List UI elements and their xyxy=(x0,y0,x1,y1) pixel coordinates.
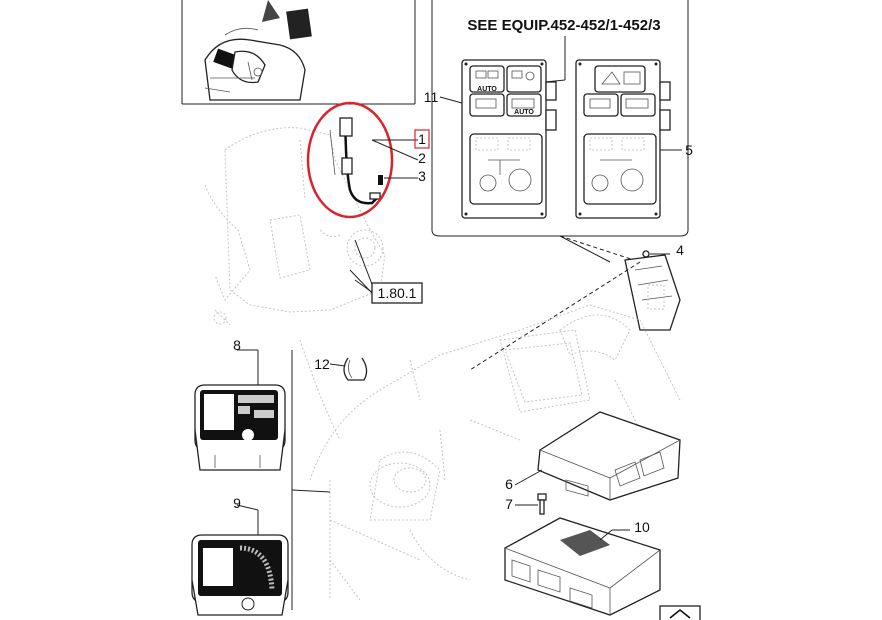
dash-side-panel xyxy=(624,250,681,331)
svg-text:1: 1 xyxy=(418,131,426,147)
callout-2[interactable]: 2 xyxy=(418,150,426,166)
cab-inset-view xyxy=(181,0,416,105)
ecu-module-6 xyxy=(537,411,681,570)
clip-part xyxy=(343,357,368,381)
callout-9[interactable]: 9 xyxy=(233,495,241,511)
leader-lines-1-3 xyxy=(371,139,419,179)
right-control-panel xyxy=(575,59,671,219)
equipment-reference[interactable]: SEE EQUIP.452-452/1-452/3 xyxy=(467,17,660,34)
dashed-connector xyxy=(469,261,641,371)
auto-label-right: AUTO xyxy=(514,109,534,116)
callout-3[interactable]: 3 xyxy=(418,168,426,184)
section-reference-label: 1.80.1 xyxy=(378,285,417,301)
tractor-rear-housing-outline xyxy=(204,127,386,326)
dashboard-outline xyxy=(299,304,681,601)
callout-11[interactable]: 11 xyxy=(424,89,439,105)
navigation-arrow-button[interactable] xyxy=(659,605,701,620)
display-unit-8 xyxy=(194,384,286,471)
auto-label-left: AUTO xyxy=(477,86,497,93)
callout-4[interactable]: 4 xyxy=(676,242,684,258)
callout-8[interactable]: 8 xyxy=(233,337,241,353)
wiring-harness-part xyxy=(329,117,383,205)
callout-7[interactable]: 7 xyxy=(505,496,513,512)
callout-5[interactable]: 5 xyxy=(685,142,693,158)
callout-6[interactable]: 6 xyxy=(505,476,513,492)
section-reference[interactable]: 1.80.1 xyxy=(349,269,423,304)
screw-part xyxy=(537,493,547,515)
left-control-panel xyxy=(461,59,557,219)
control-panels-inset xyxy=(431,0,689,263)
highlight-circle xyxy=(306,101,394,219)
callout-12[interactable]: 12 xyxy=(314,356,330,372)
callout-1[interactable]: 1 xyxy=(414,129,430,149)
display-unit-9 xyxy=(191,534,289,616)
up-arrow-icon xyxy=(669,608,691,619)
callout-10[interactable]: 10 xyxy=(634,519,650,535)
ecu-module-10 xyxy=(504,517,661,616)
